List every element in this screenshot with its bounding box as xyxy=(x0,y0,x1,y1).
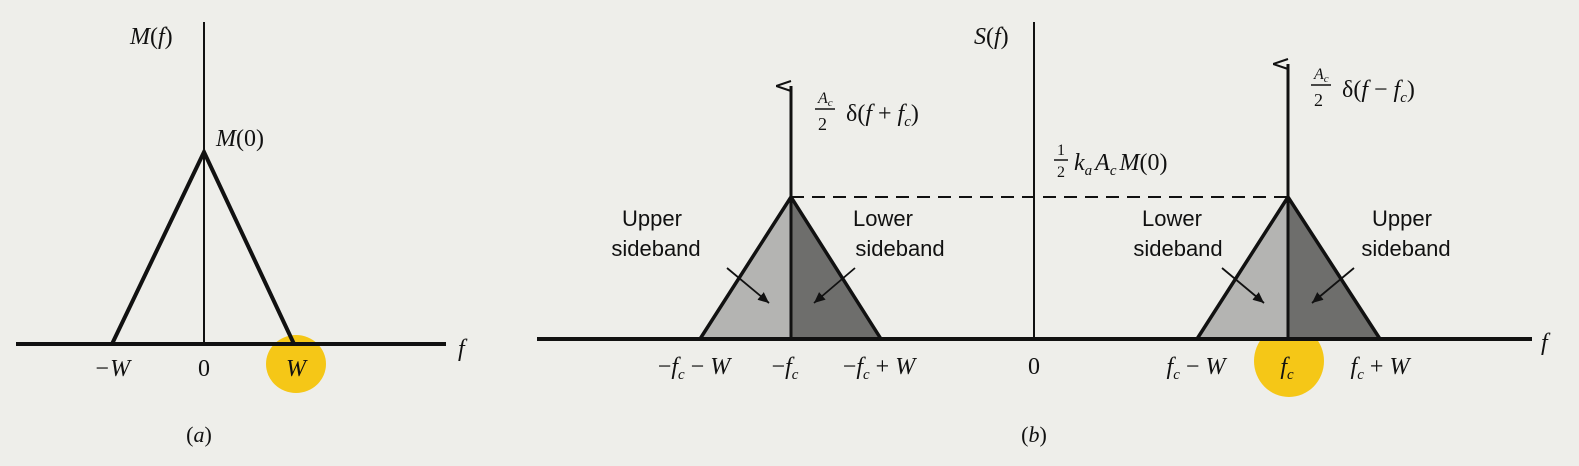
panel-a: M(f) M(0) f −W 0 W (a) xyxy=(16,22,468,447)
svg-text:1: 1 xyxy=(1057,142,1065,159)
tick-fc: fc xyxy=(1280,354,1294,383)
panel-a-y-label: M(f) xyxy=(129,24,173,50)
left-lower-pointer xyxy=(813,267,856,304)
tick-fc-plus-w: fc + W xyxy=(1351,354,1412,383)
highlight-w xyxy=(266,335,326,393)
left-upper-sideband-label-1: Upper xyxy=(622,206,682,231)
left-lower-sideband-label-2: sideband xyxy=(855,236,944,261)
right-lower-pointer xyxy=(1221,267,1265,304)
tick-neg-fc-plus-w: −fc + W xyxy=(843,354,917,383)
tick-zero-a: 0 xyxy=(198,356,210,382)
panel-b-y-label: S(f) xyxy=(974,24,1009,50)
right-lower-sideband-label-2: sideband xyxy=(1133,236,1222,261)
tick-neg-fc: −fc xyxy=(772,354,799,383)
right-upper-pointer xyxy=(1311,267,1355,304)
tick-neg-w: −W xyxy=(94,356,132,382)
svg-text:δ(f + fc): δ(f + fc) xyxy=(846,101,919,130)
panel-b-x-axis-label: f xyxy=(1541,330,1551,356)
svg-text:δ(f − fc): δ(f − fc) xyxy=(1342,77,1415,106)
right-impulse-label: Ac 2 δ(f − fc) xyxy=(1311,66,1415,110)
right-upper-sideband-label-1: Upper xyxy=(1372,206,1432,231)
highlight-fc xyxy=(1254,325,1324,397)
panel-a-x-axis-label: f xyxy=(458,336,468,362)
svg-text:Ac: Ac xyxy=(1313,66,1329,85)
panel-b: S(f) f Ac 2 δ(f + fc) Ac 2 δ(f − fc) 1 2… xyxy=(537,22,1551,447)
svg-text:Ac: Ac xyxy=(817,90,833,109)
tick-neg-fc-minus-w: −fc − W xyxy=(658,354,732,383)
left-impulse-label: Ac 2 δ(f + fc) xyxy=(815,90,919,134)
caption-b: (b) xyxy=(1021,422,1047,447)
right-upper-sideband-label-2: sideband xyxy=(1361,236,1450,261)
peak-label: M(0) xyxy=(215,126,264,152)
left-upper-pointer xyxy=(726,267,770,304)
tick-fc-minus-w: fc − W xyxy=(1167,354,1228,383)
svg-text:2: 2 xyxy=(818,114,827,134)
svg-text:2: 2 xyxy=(1057,164,1065,181)
tick-w: W xyxy=(286,356,308,382)
svg-text:2: 2 xyxy=(1314,90,1323,110)
left-upper-sideband-label-2: sideband xyxy=(611,236,700,261)
right-lower-sideband-label-1: Lower xyxy=(1142,206,1202,231)
baseband-spectrum-triangle xyxy=(110,147,296,345)
caption-a: (a) xyxy=(186,422,212,447)
tick-zero-b: 0 xyxy=(1028,354,1040,380)
left-lower-sideband-label-1: Lower xyxy=(853,206,913,231)
